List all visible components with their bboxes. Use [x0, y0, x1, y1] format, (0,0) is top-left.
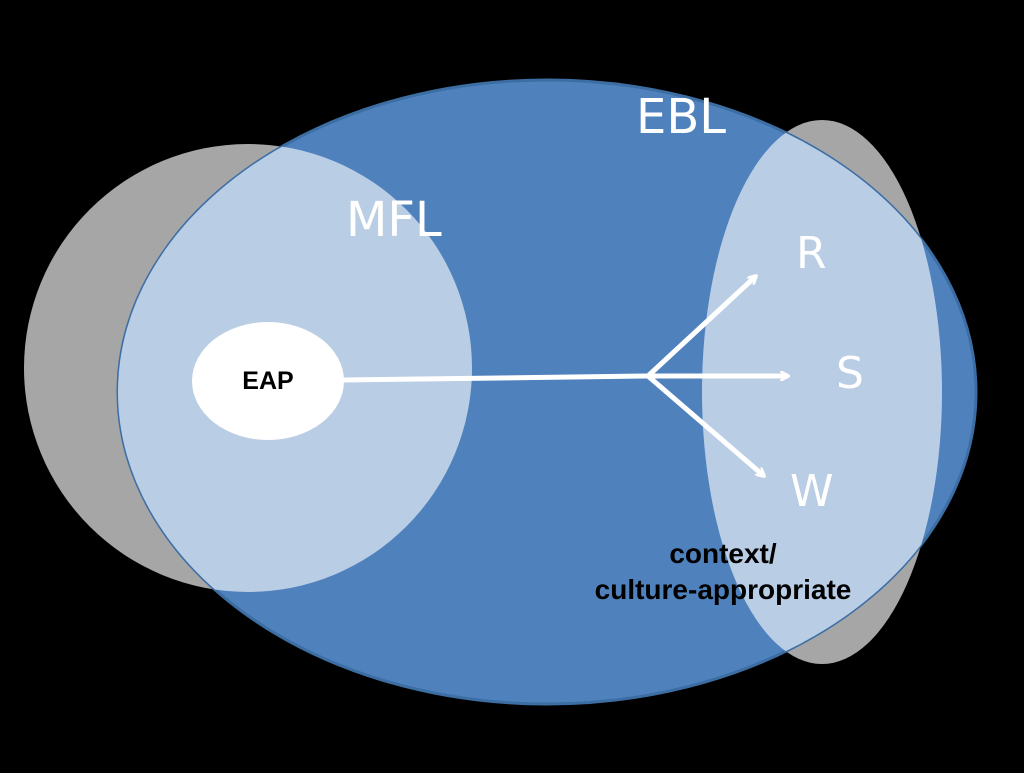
- w-label: W: [790, 466, 834, 517]
- eap-ellipse: [192, 322, 344, 440]
- s-label: S: [836, 348, 864, 399]
- arrow-icon: [646, 374, 764, 476]
- mfl-label: MFL: [346, 192, 442, 248]
- eap-label: EAP: [242, 366, 294, 395]
- context-label: context/ culture-appropriate: [578, 536, 868, 608]
- ebl-label: EBL: [636, 89, 726, 145]
- arrow-icon: [646, 276, 756, 378]
- context-line-2: culture-appropriate: [594, 574, 852, 605]
- rsw-ellipse: [702, 120, 942, 664]
- context-line-1: context/: [669, 538, 777, 569]
- r-label: R: [796, 228, 827, 279]
- main-arrow-line: [341, 373, 651, 383]
